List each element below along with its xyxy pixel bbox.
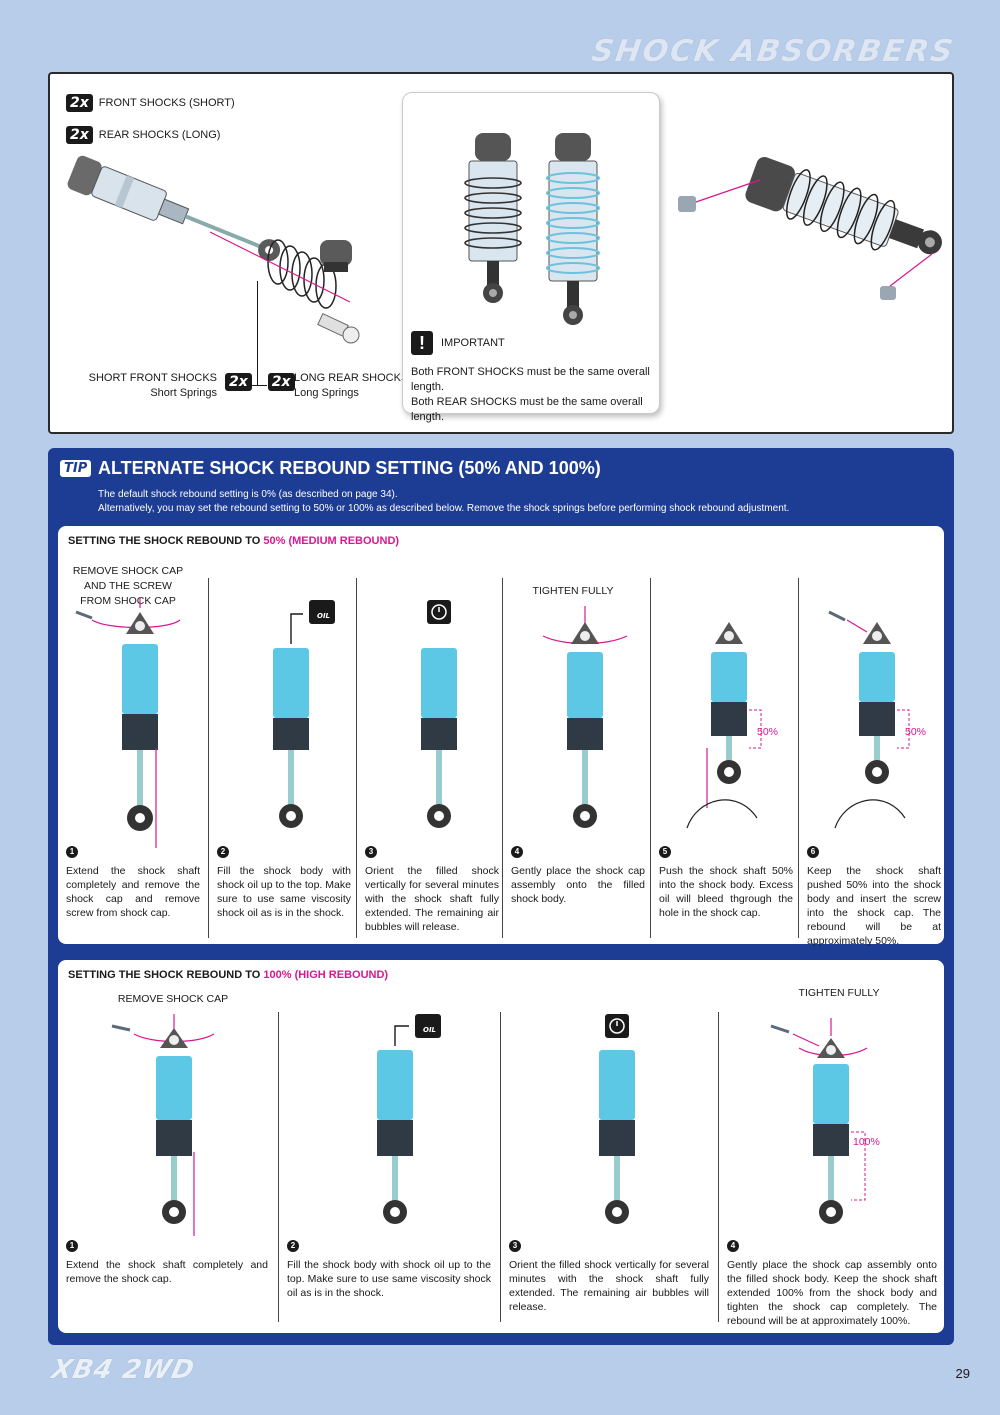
step-50-6: 50% 6 Keep the shock shaft pushed 50% in…	[798, 578, 944, 947]
step-100-2: OIL 2 Fill the shock body with shock oil…	[278, 1012, 500, 1322]
oil-icon-label: OIL	[317, 612, 330, 620]
tighten-caption: TIGHTEN FULLY	[532, 585, 614, 597]
pct-50-label: 50%	[905, 726, 927, 738]
step-text: Fill the shock body with shock oil up to…	[287, 1259, 491, 1299]
oil-fill-illustration: OIL	[377, 1014, 441, 1224]
step-number: 6	[807, 846, 819, 858]
spring-qty-badges: 2x 2x	[225, 281, 295, 391]
cap-install-illustration	[542, 606, 628, 828]
front-shocks-label: FRONT SHOCKS (SHORT)	[98, 97, 235, 109]
qty-badge: 2x	[225, 373, 252, 391]
rebound-100-panel: SETTING THE SHOCK REBOUND TO 100% (HIGH …	[58, 960, 944, 1333]
push-shaft-illustration	[686, 622, 762, 829]
step-text: Gently place the shock cap assembly onto…	[727, 1259, 937, 1327]
warning-icon: !	[411, 331, 433, 355]
cap-install-illustration	[770, 1018, 868, 1224]
exploded-shock-illustration	[67, 155, 351, 309]
qty-badge: 2x	[66, 126, 93, 144]
step-number: 3	[509, 1240, 521, 1252]
step-text: Orient the filled shock vertically for s…	[509, 1259, 709, 1313]
step-100-3: 3 Orient the filled shock vertically for…	[500, 1012, 718, 1322]
step-number: 4	[727, 1240, 739, 1252]
rear-shocks-label: REAR SHOCKS (LONG)	[98, 129, 221, 141]
shock-cap-removal-illustration	[111, 1014, 215, 1236]
important-text: Both FRONT SHOCKS must be the same overa…	[411, 366, 650, 423]
important-label: IMPORTANT	[441, 337, 505, 349]
step-number: 5	[659, 846, 671, 858]
step-50-1: 1 Extend the shock shaft completely and …	[58, 578, 208, 938]
model-name: XB4 2WD	[48, 1355, 198, 1385]
page-number: 29	[955, 1366, 970, 1381]
tip-panel: TIP ALTERNATE SHOCK REBOUND SETTING (50%…	[48, 448, 954, 1345]
leader-line	[257, 281, 258, 385]
step-text: Extend the shock shaft completely and re…	[66, 1259, 268, 1285]
rear-shocks-row: 2x REAR SHOCKS (LONG)	[66, 126, 220, 144]
step-100-4: TIGHTEN FULLY 100% 4 Gently place the sh…	[718, 987, 944, 1327]
tighten-caption: TIGHTEN FULLY	[798, 987, 880, 999]
step-text: Fill the shock body with shock oil up to…	[217, 865, 351, 919]
tip-title: ALTERNATE SHOCK REBOUND SETTING (50% AND…	[98, 458, 601, 478]
remove-cap-caption: REMOVE SHOCK CAP AND THE SCREW FROM SHOC…	[72, 565, 184, 607]
connector-line	[249, 385, 267, 386]
qty-badge: 2x	[267, 373, 295, 391]
settle-illustration	[421, 600, 457, 828]
step-text: Keep the shock shaft pushed 50% into the…	[807, 865, 941, 947]
step-text: Gently place the shock cap assembly onto…	[511, 865, 645, 905]
rebound-100-title: SETTING THE SHOCK REBOUND TO 100% (HIGH …	[68, 969, 389, 981]
step-text: Orient the filled shock vertically for s…	[365, 865, 499, 933]
page-title: SHOCK ABSORBERS	[589, 34, 957, 69]
short-front-shocks-label: SHORT FRONT SHOCKS Short Springs	[88, 372, 217, 399]
front-shocks-row: 2x FRONT SHOCKS (SHORT)	[66, 94, 235, 112]
step-text: Push the shock shaft 50% into the shock …	[659, 865, 793, 919]
rod-end-part	[317, 312, 360, 344]
parts-panel: 2x FRONT SHOCKS (SHORT) 2x REAR SHOCKS (…	[48, 72, 954, 434]
step-50-3: 3 Orient the filled shock vertically for…	[356, 578, 502, 938]
step-100-1: REMOVE SHOCK CAP 1 Extend the shock shaf…	[58, 993, 278, 1322]
pct-100-label: 100%	[853, 1136, 880, 1148]
oil-icon-label: OIL	[423, 1026, 436, 1034]
shock-cap-removal-illustration	[75, 598, 181, 848]
qty-badge: 2x	[66, 94, 93, 112]
shock-cap-part	[320, 240, 352, 272]
assembled-shocks-illustration	[464, 133, 600, 325]
step-50-4: TIGHTEN FULLY 4 Gently place the shock c…	[502, 578, 650, 938]
important-heading: ! IMPORTANT	[411, 331, 505, 355]
step-number: 4	[511, 846, 523, 858]
tip-badge: TIP	[60, 460, 92, 477]
step-50-2: OIL 2 Fill the shock body with shock oil…	[208, 578, 356, 938]
step-number: 1	[66, 846, 78, 858]
rebound-50-title: SETTING THE SHOCK REBOUND TO 50% (MEDIUM…	[68, 535, 400, 547]
step-text: Extend the shock shaft completely and re…	[66, 865, 200, 919]
long-rear-shocks-label: LONG REAR SHOCKS Long Springs	[294, 372, 409, 399]
step-number: 2	[217, 846, 229, 858]
rear-shock-illustration	[678, 157, 942, 300]
step-number: 1	[66, 1240, 78, 1252]
rebound-50-panel: SETTING THE SHOCK REBOUND TO 50% (MEDIUM…	[58, 526, 944, 947]
settle-illustration	[599, 1014, 635, 1224]
insert-screw-illustration	[828, 610, 910, 829]
oil-fill-illustration: OIL	[273, 600, 335, 828]
pct-50-label: 50%	[757, 726, 779, 738]
important-notice: ! IMPORTANT Both FRONT SHOCKS must be th…	[402, 92, 660, 423]
step-50-5: 50% 5 Push the shock shaft 50% into the …	[650, 578, 798, 938]
tip-description: The default shock rebound setting is 0% …	[98, 489, 790, 514]
remove-cap-caption: REMOVE SHOCK CAP	[117, 993, 229, 1005]
step-number: 2	[287, 1240, 299, 1252]
step-number: 3	[365, 846, 377, 858]
